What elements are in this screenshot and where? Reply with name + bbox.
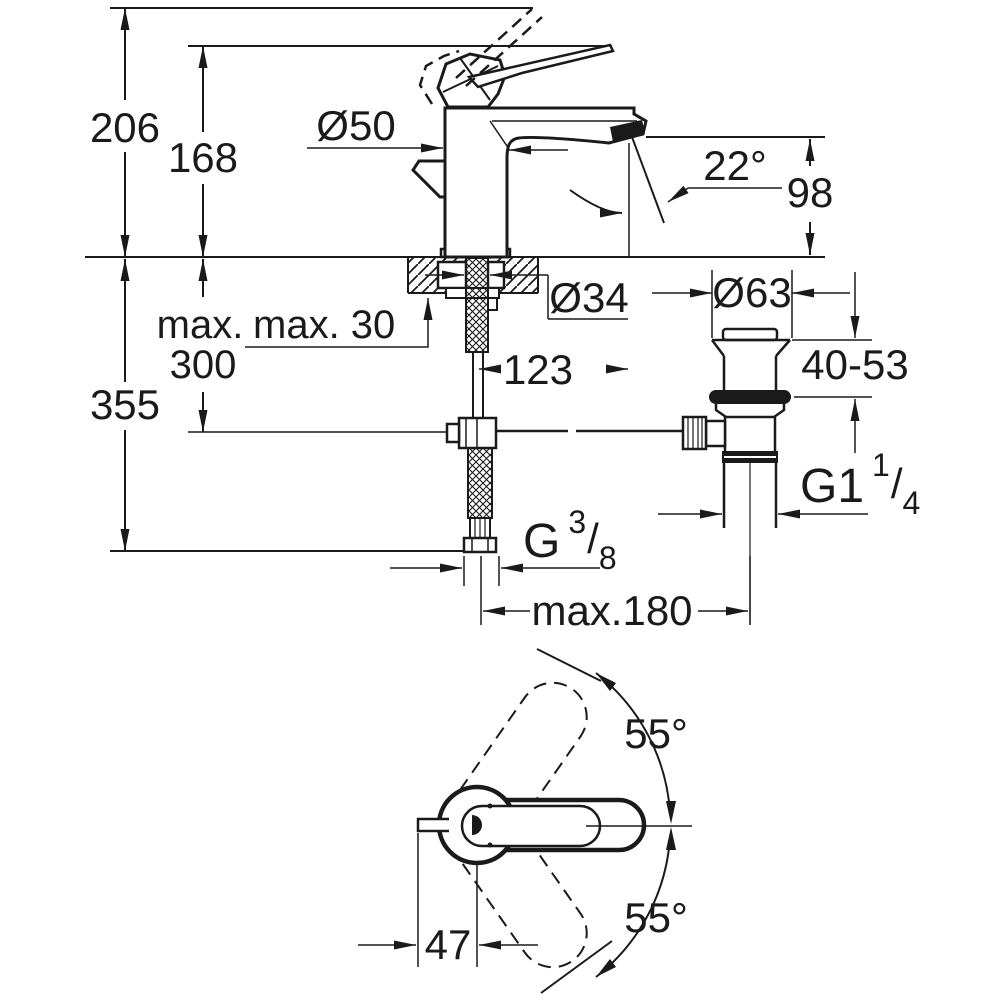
label-swivel-lower: 55°	[624, 894, 688, 941]
label-basin-thickness: 40-53	[801, 341, 908, 388]
label-waste-flange-diameter: Ø63	[712, 269, 791, 316]
dim-spout-reach-123: 123	[479, 346, 628, 393]
label-hose-max-value: 300	[170, 343, 237, 387]
dim-rod-offset-47: 47	[358, 833, 538, 968]
dim-jet-angle-22: 22°	[667, 142, 782, 203]
knurled-adjuster	[681, 415, 708, 451]
water-jet-line	[631, 136, 665, 224]
label-rod-offset: 47	[425, 921, 472, 968]
dim-waste-flange-dia-63: Ø63	[652, 269, 850, 338]
rod-end-plan	[416, 817, 449, 833]
o-ring-seal	[709, 390, 791, 404]
label-rod-length-max: max.180	[531, 587, 692, 634]
dim-rod-length-max180: max.180	[480, 556, 751, 634]
dim-hole-dia-34: Ø34	[425, 270, 629, 321]
dim-total-height-206: 206	[90, 8, 160, 257]
waste-plug-cap	[721, 327, 779, 342]
supply-assembly	[445, 257, 683, 554]
label-spout-reach: 123	[503, 346, 573, 393]
label-height-closed: 168	[168, 134, 238, 181]
faucet-side-view	[411, 8, 665, 259]
pop-up-waste	[681, 327, 791, 625]
dim-swivel-arcs: 55° 55°	[536, 648, 688, 994]
label-body-diameter: Ø50	[316, 102, 395, 149]
label-spout-outlet-height: 98	[787, 169, 834, 216]
side-hook	[411, 159, 445, 199]
label-under-counter-depth: 355	[90, 381, 160, 428]
dim-counter-thickness-max30: max. 30	[245, 298, 433, 348]
label-hose-max-word: max.	[157, 303, 244, 347]
dim-hose-max-300: max. 300	[157, 259, 244, 432]
dim-spout-height-98: 98	[787, 139, 834, 255]
hose-nut	[462, 536, 498, 554]
dim-basin-thickness-40-53: 40-53	[792, 272, 909, 453]
faucet-top-view	[416, 681, 692, 969]
label-counter-thickness: max. 30	[253, 303, 395, 347]
waste-valve-body	[723, 415, 777, 455]
threaded-shank	[465, 257, 489, 353]
dim-body-dia-50: Ø50	[307, 102, 568, 155]
flexible-hose	[467, 447, 493, 519]
handle-raised-dashed	[418, 8, 543, 105]
handle-lever	[466, 43, 615, 89]
label-total-height: 206	[90, 104, 160, 151]
dim-under-counter-355: 355	[90, 259, 160, 551]
cartridge-mark	[472, 815, 482, 835]
body-and-spout	[443, 106, 648, 259]
flow-direction-arrow	[569, 189, 623, 218]
aerator	[610, 120, 645, 142]
label-swivel-upper: 55°	[624, 710, 688, 757]
label-hole-diameter: Ø34	[549, 274, 628, 321]
label-jet-angle: 22°	[703, 142, 767, 189]
dim-height-closed-168: 168	[168, 46, 238, 257]
